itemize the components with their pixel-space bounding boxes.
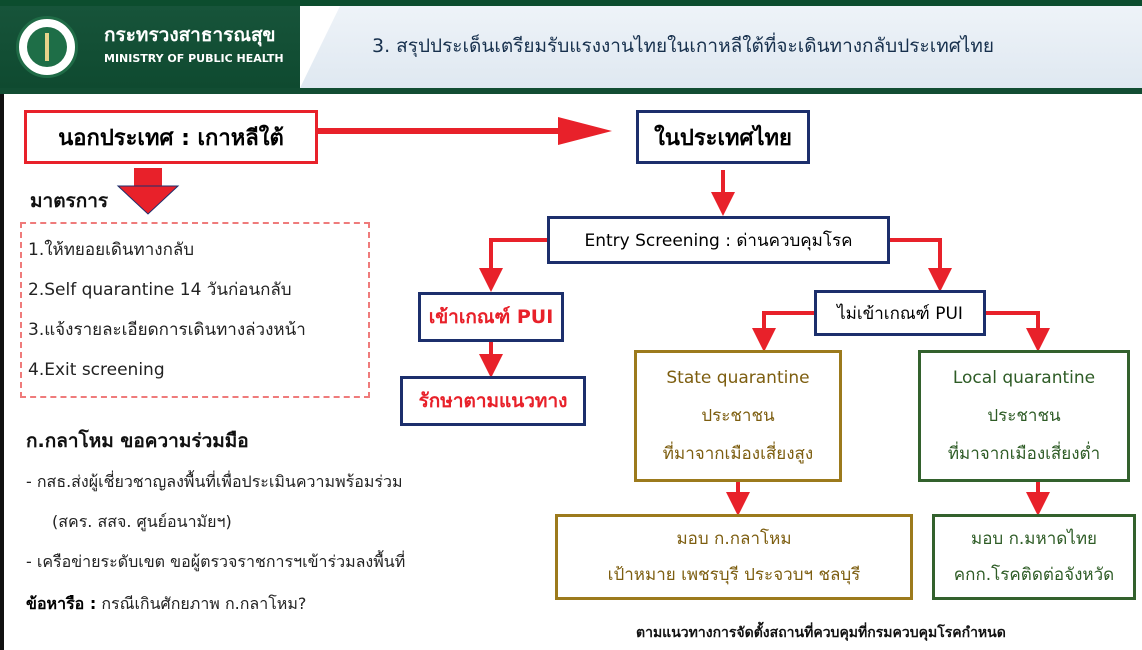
non-pui-label: ไม่เข้าเกณฑ์ PUI <box>837 303 963 324</box>
consultation-label: ข้อหารือ : <box>26 594 97 613</box>
header-bottom-line <box>0 88 1142 94</box>
treatment-label: รักษาตามแนวทาง <box>418 390 568 412</box>
arrow-measures-down <box>116 168 180 215</box>
consultation-question: ข้อหารือ : กรณีเกินศักยภาพ ก.กลาโหม? <box>26 592 306 617</box>
ministry-brand: กระทรวงสาธารณสุข MINISTRY OF PUBLIC HEAL… <box>0 6 300 88</box>
arrow-abroad-to-domestic <box>318 117 612 145</box>
left-edge-bar <box>0 94 4 650</box>
ministry-name-en: MINISTRY OF PUBLIC HEALTH <box>104 52 284 65</box>
local-assignment-committee: คกก.โรคติดต่อจังหวัด <box>953 565 1115 585</box>
local-assignment-ministry: มอบ ก.มหาดไทย <box>970 529 1098 549</box>
state-assignment-targets: เป้าหมาย เพชรบุรี ประจวบฯ ชลบุรี <box>607 565 861 585</box>
header: กระทรวงสาธารณสุข MINISTRY OF PUBLIC HEAL… <box>0 0 1142 94</box>
collaboration-line: - กสธ.ส่งผู้เชี่ยวชาญลงพื้นที่เพื่อประเม… <box>26 472 403 491</box>
arrow-entry-to-pui <box>479 238 547 292</box>
collaboration-line: (สคร. สสจ. ศูนย์อนามัยฯ) <box>52 512 232 531</box>
measure-item: 1.ให้ทยอยเดินทางกลับ <box>28 240 195 260</box>
pui-label: เข้าเกณฑ์ PUI <box>428 306 554 328</box>
treatment-box: รักษาตามแนวทาง <box>400 376 586 426</box>
domestic-label: ในประเทศไทย <box>654 125 792 151</box>
state-quarantine-people: ประชาชน <box>701 406 775 426</box>
local-quarantine-title: Local quarantine <box>952 368 1096 388</box>
domestic-box: ในประเทศไทย <box>636 110 810 164</box>
state-assignment-box: มอบ ก.กลาโหม เป้าหมาย เพชรบุรี ประจวบฯ ช… <box>555 514 913 600</box>
title-bar <box>300 6 1142 88</box>
consultation-text: กรณีเกินศักยภาพ ก.กลาโหม? <box>96 594 307 613</box>
measure-item: 3.แจ้งรายละเอียดการเดินทางล่วงหน้า <box>28 320 306 340</box>
non-pui-box: ไม่เข้าเกณฑ์ PUI <box>814 290 986 336</box>
arrow-entry-to-nonpui <box>890 238 952 292</box>
ministry-logo-icon <box>16 16 78 78</box>
collaboration-title: ก.กลาโหม ขอความร่วมมือ <box>26 430 249 452</box>
local-quarantine-box: Local quarantine ประชาชน ที่มาจากเมืองเส… <box>918 350 1130 482</box>
measure-item: 2.Self quarantine 14 วันก่อนกลับ <box>28 280 292 300</box>
measures-list: 1.ให้ทยอยเดินทางกลับ 2.Self quarantine 1… <box>20 222 370 398</box>
local-quarantine-people: ประชาชน <box>987 406 1061 426</box>
state-assignment-ministry: มอบ ก.กลาโหม <box>676 529 792 549</box>
measures-label: มาตรการ <box>30 190 109 212</box>
local-assignment-box: มอบ ก.มหาดไทย คกก.โรคติดต่อจังหวัด <box>932 514 1136 600</box>
measure-item: 4.Exit screening <box>28 360 165 380</box>
page-title: 3. สรุปประเด็นเตรียมรับแรงงานไทยในเกาหลี… <box>372 35 994 57</box>
entry-screening-label: Entry Screening : ด่านควบคุมโรค <box>584 230 853 251</box>
state-quarantine-origin: ที่มาจากเมืองเสี่ยงสูง <box>662 444 814 464</box>
collaboration-line: - เครือข่ายระดับเขต ขอผู้ตรวจราชการฯเข้า… <box>26 552 406 571</box>
abroad-box: นอกประเทศ : เกาหลีใต้ <box>24 110 318 164</box>
abroad-label: นอกประเทศ : เกาหลีใต้ <box>58 125 284 151</box>
footer-note: ตามแนวทางการจัดตั้งสถานที่ควบคุมที่กรมคว… <box>636 625 1006 641</box>
local-quarantine-origin: ที่มาจากเมืองเสี่ยงต่ำ <box>947 444 1101 464</box>
arrow-nonpui-to-local <box>986 311 1050 352</box>
state-quarantine-box: State quarantine ประชาชน ที่มาจากเมืองเส… <box>634 350 842 482</box>
entry-screening-box: Entry Screening : ด่านควบคุมโรค <box>547 216 890 264</box>
ministry-name-th: กระทรวงสาธารณสุข <box>104 24 276 46</box>
state-quarantine-title: State quarantine <box>666 368 810 388</box>
header-top-line <box>0 0 1142 6</box>
arrow-nonpui-to-state <box>752 311 814 352</box>
pui-box: เข้าเกณฑ์ PUI <box>418 292 564 342</box>
